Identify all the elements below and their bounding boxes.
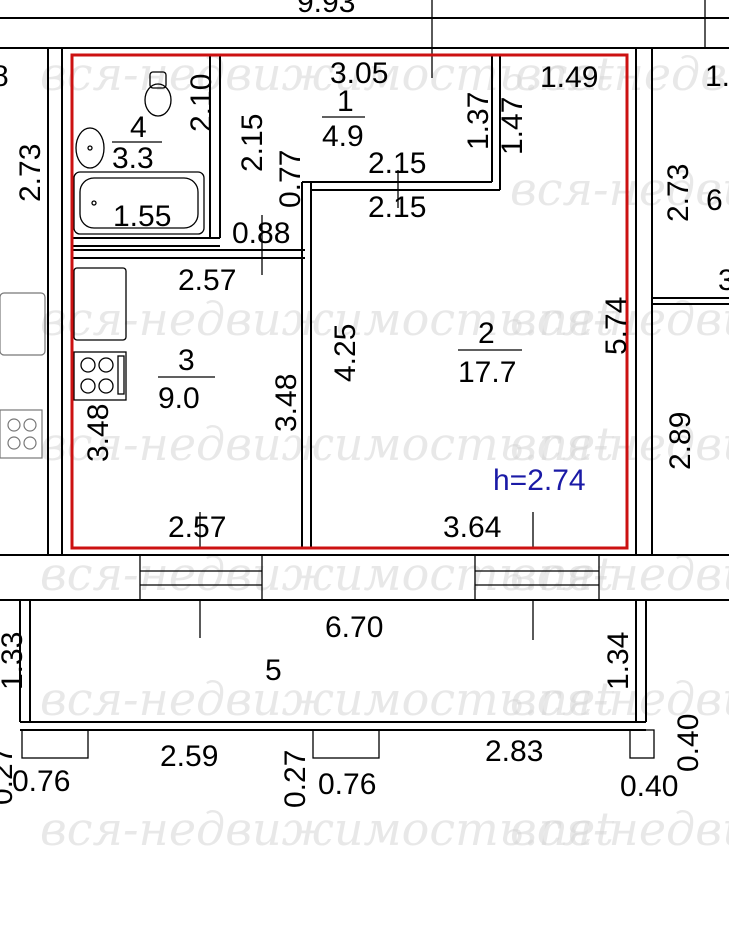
room-5-number: 5 [265, 654, 282, 687]
watermark-text: вся-недвижимость.net [40, 672, 614, 726]
dim-niche-w2: 2.15 [368, 191, 426, 224]
watermark-text: вся-недвижимость.net [40, 292, 614, 346]
room-1-number: 1 [337, 85, 354, 118]
bathtub-icon [73, 171, 205, 235]
dim-right-edge: 1.6 [705, 60, 729, 93]
dim-right-lower-h: 2.89 [664, 412, 697, 470]
dim-balcony-left-h: 1.33 [0, 632, 29, 690]
neighbour-labels: 6 3 [706, 184, 729, 297]
toilet-icon [144, 71, 172, 117]
dim-bath-w: 1.55 [113, 200, 171, 233]
building-walls [0, 0, 729, 759]
dim-kitchen-top: 2.57 [178, 264, 236, 297]
room-labels: 1 4.9 2 17.7 3 9.0 4 3.3 5 h=2.74 [112, 85, 586, 687]
dim-bottom-v-1: 0.27 [279, 750, 312, 808]
dimensions-vertical: 2.10 2.15 0.77 1.37 1.47 2.73 2.73 3.48 … [0, 74, 705, 808]
dim-bottom-pier-1: 0.76 [12, 765, 70, 798]
kitchen-counter-icon [73, 267, 127, 341]
dim-kitchen-h-left: 3.48 [82, 404, 115, 462]
dim-bottom-2: 2.83 [485, 735, 543, 768]
neighbour-room-number-2: 3 [718, 264, 729, 297]
dim-corridor-v1: 1.37 [462, 92, 495, 150]
dim-kitchen-bottom: 2.57 [168, 511, 226, 544]
watermark-text: вся-недвижимость.net [510, 672, 729, 726]
dim-balcony-w: 6.70 [325, 611, 383, 644]
dim-niche-w1: 2.15 [368, 147, 426, 180]
watermark-text: вся-недвижимость.net [40, 802, 614, 856]
dim-right-room-h: 2.73 [662, 164, 695, 222]
dim-corridor-top: 3.05 [330, 57, 388, 90]
room-3-number: 3 [178, 344, 195, 377]
dim-living-h-left: 4.25 [329, 324, 362, 382]
dim-bottom-pier-3: 0.40 [620, 770, 678, 803]
dimensions-horizontal: 9.93 8 1.6 3.05 1.49 2.15 2.15 1.55 0.88… [0, 0, 729, 803]
dim-gap-h: 0.77 [274, 150, 307, 208]
room-2-number: 2 [478, 317, 495, 350]
watermark-text: вся-недвижимость.net [40, 417, 614, 471]
dim-bottom-left-cut: 0.27 [0, 747, 19, 805]
dim-top-cut: 9.93 [297, 0, 355, 19]
dim-bottom-v-2: 0.40 [672, 714, 705, 772]
dim-kitchen-h-right: 3.48 [270, 374, 303, 432]
dim-living-bottom: 3.64 [443, 511, 501, 544]
stove-icon [73, 351, 127, 401]
room-4-area: 3.3 [112, 142, 154, 175]
ceiling-height-label: h=2.74 [493, 464, 586, 497]
dim-toilet-h: 2.10 [185, 74, 218, 132]
fixtures [73, 71, 205, 401]
watermark-text: вся-недвижимость.net [510, 162, 729, 216]
neighbour-furniture [0, 292, 46, 459]
watermark-text: вся-недвижимость.net [510, 292, 729, 346]
dim-balcony-right-h: 1.34 [602, 632, 635, 690]
dim-living-h-right: 5.74 [600, 297, 633, 355]
dim-corridor-v2: 1.47 [496, 97, 529, 155]
room-3-area: 9.0 [158, 382, 200, 415]
apartment-outline [70, 53, 629, 550]
dim-bottom-pier-2: 0.76 [318, 768, 376, 801]
watermarks: вся-недвижимость.net вся-недвижимость.ne… [40, 47, 729, 856]
dim-left-room-h: 2.73 [14, 144, 47, 202]
watermark-text: вся-недвижимость.net [510, 417, 729, 471]
interior-walls [72, 55, 534, 640]
watermark-text: вся-недвижимость.net [510, 802, 729, 856]
dim-bottom-1: 2.59 [160, 740, 218, 773]
room-1-area: 4.9 [322, 120, 364, 153]
dim-door-w: 0.88 [232, 217, 290, 250]
room-2-area: 17.7 [458, 356, 516, 389]
dim-left-edge: 8 [0, 60, 9, 93]
neighbour-room-number: 6 [706, 184, 723, 217]
room-4-number: 4 [130, 111, 147, 144]
sink-icon [75, 127, 105, 169]
dim-bath-h: 2.15 [236, 114, 269, 172]
dim-corner-right: 1.49 [540, 61, 598, 94]
